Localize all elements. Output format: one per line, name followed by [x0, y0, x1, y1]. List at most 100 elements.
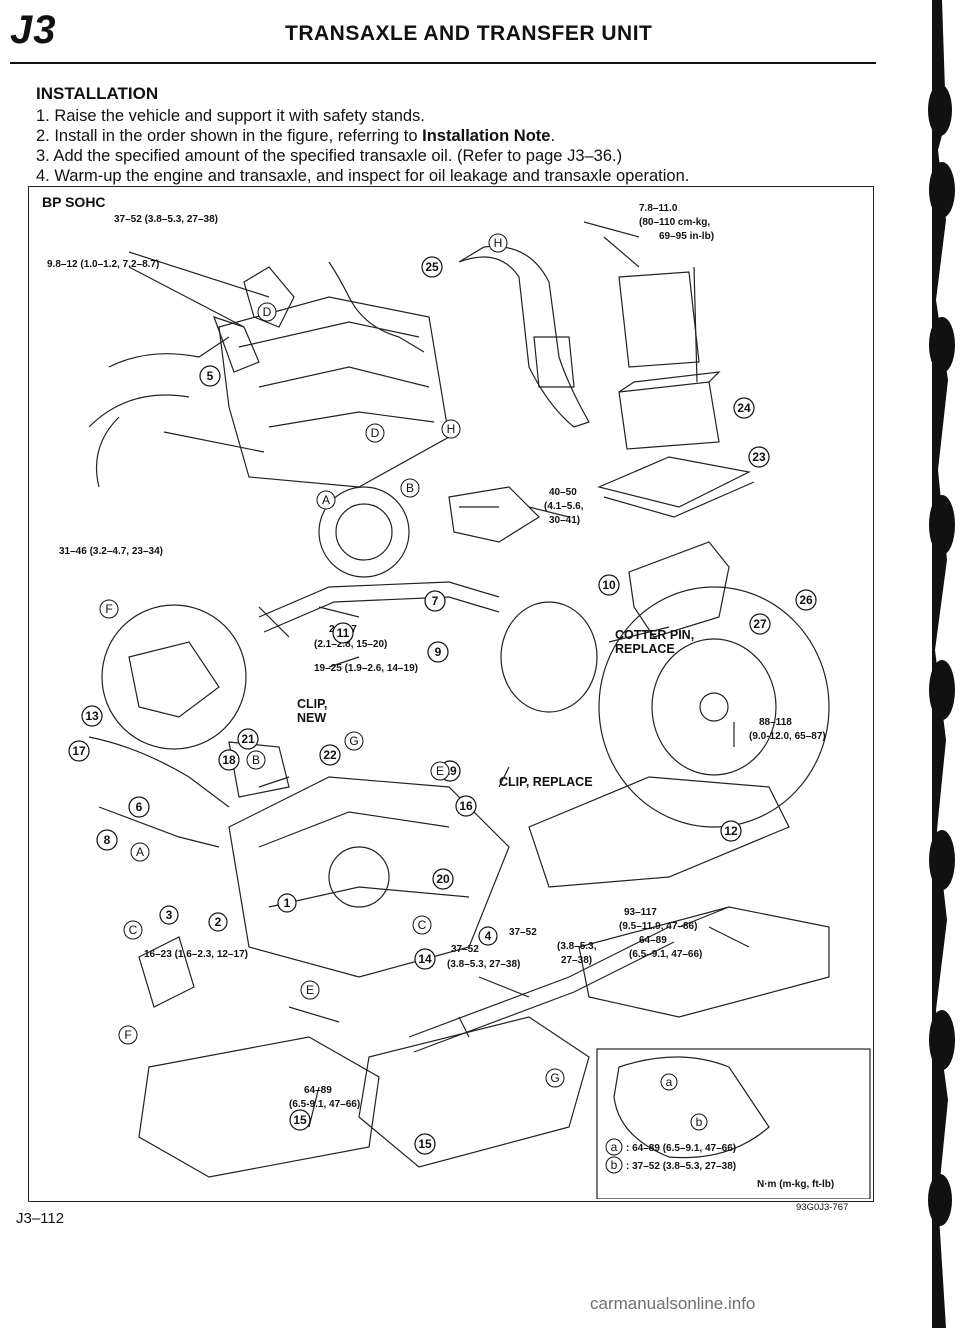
torque-callout-5: 31–46 (3.2–4.7, 23–34): [59, 546, 163, 557]
part-label-25: 25: [425, 260, 439, 274]
step-2-text: 2. Install in the order shown in the fig…: [36, 127, 423, 145]
torque-callout-3b: (80–110 cm-kg,: [639, 217, 710, 228]
ref-marker-D1: [257, 302, 277, 322]
step-3: 3. Add the specified amount of the speci…: [36, 146, 622, 166]
under-cover-rear: [358, 1016, 590, 1168]
ref-marker-B1: [400, 478, 420, 498]
part-label-15a: 15: [293, 1113, 307, 1127]
figure-id: 93G0J3-767: [796, 1202, 849, 1213]
ref-marker-H2: [441, 419, 461, 439]
part-marker-4: [478, 926, 498, 946]
part-marker-1: [277, 893, 297, 913]
part-marker-27: [749, 613, 771, 635]
part-label-6: 6: [136, 800, 143, 814]
torque-callout-2: 9.8–12 (1.0–1.2, 7.2–8.7): [47, 259, 159, 270]
inset-letter-b: b: [696, 1115, 703, 1129]
inset-legend-letter-b: b: [611, 1158, 618, 1172]
ref-label-B1: B: [406, 481, 414, 495]
part-marker-3: [159, 905, 179, 925]
ref-marker-G2: [545, 1068, 565, 1088]
clip-new-note-b: NEW: [297, 711, 326, 725]
part-marker-16: [455, 795, 477, 817]
page-header-title: TRANSAXLE AND TRANSFER UNIT: [285, 22, 653, 45]
torque-callout-14b: (6.5-9.1, 47–66): [289, 1099, 360, 1110]
transfer-unit: [528, 776, 790, 888]
ref-label-F1: F: [105, 602, 112, 616]
cable: [328, 261, 425, 353]
torque-callout-8a: 88–118: [759, 717, 792, 728]
bracket: [243, 266, 295, 328]
part-marker-20: [432, 868, 454, 890]
part-marker-21: [237, 728, 259, 750]
battery: [618, 381, 720, 450]
ref-label-G2: G: [550, 1071, 559, 1085]
inset-legend-a: : 64–89 (6.5–9.1, 47–66): [626, 1143, 736, 1154]
torque-callout-6b: (2.1–2.8, 15–20): [314, 639, 387, 650]
part-label-16: 16: [459, 799, 473, 813]
part-marker-22: [319, 744, 341, 766]
part-marker-10: [598, 574, 620, 596]
part-label-17: 17: [72, 744, 86, 758]
torque-callout-9a: 93–117: [624, 907, 657, 918]
part-label-24: 24: [737, 401, 751, 415]
torque-callout-1: 37–52 (3.8–5.3, 27–38): [114, 214, 218, 225]
torque-callout-3c: 69–95 in-lb): [659, 231, 714, 242]
part-label-3: 3: [166, 908, 173, 922]
torque-callout-9b: (9.5–11.9, 47–86): [619, 921, 697, 932]
torque-callout-14a: 64–89: [304, 1085, 332, 1096]
clip-replace-note: CLIP, REPLACE: [499, 775, 593, 789]
step-1: 1. Raise the vehicle and support it with…: [36, 106, 425, 126]
drive-shaft: [258, 581, 500, 618]
part-label-8: 8: [104, 833, 111, 847]
figure-label: BP SOHC: [42, 194, 106, 210]
ref-label-G1: G: [349, 734, 358, 748]
torque-callout-4a: 40–50: [549, 487, 577, 498]
ref-marker-G1: [344, 731, 364, 751]
battery-tray: [618, 271, 700, 368]
inset-legend-marker-a: [605, 1138, 623, 1156]
part-marker-7: [424, 590, 446, 612]
torque-callout-10a: 64–89: [639, 935, 667, 946]
part-label-10: 10: [602, 578, 616, 592]
step-4: 4. Warm-up the engine and transaxle, and…: [36, 166, 689, 186]
part-label-7: 7: [432, 594, 439, 608]
intake-hose: [458, 245, 590, 428]
part-marker-5: [199, 365, 221, 387]
ref-marker-C2: [412, 915, 432, 935]
step-2-end: .: [550, 127, 556, 145]
torque-callout-13: 16–23 (1.6–2.3, 12–17): [144, 949, 248, 960]
transaxle-case: [228, 776, 510, 978]
torque-callout-12a: 37–52: [451, 944, 479, 955]
wheel: [598, 586, 830, 828]
torque-callout-3a: 7.8–11.0: [639, 203, 678, 214]
part-marker-6: [128, 796, 150, 818]
ref-marker-E2: [300, 980, 320, 1000]
ref-marker-C1: [123, 920, 143, 940]
actuator: [228, 741, 290, 798]
torque-callout-7: 19–25 (1.9–2.6, 14–19): [314, 663, 418, 674]
section-heading: INSTALLATION: [36, 84, 159, 103]
body-outline: [88, 336, 230, 488]
part-marker-13: [81, 705, 103, 727]
detail-circle: [101, 604, 247, 750]
part-label-22: 22: [323, 748, 337, 762]
cotter-pin-note-a: COTTER PIN,: [615, 628, 694, 642]
crossmember: [578, 906, 830, 1018]
battery-carrier: [597, 456, 751, 508]
header-rule: [10, 62, 876, 64]
ref-label-H1: H: [494, 236, 503, 250]
ref-marker-F1: [99, 599, 119, 619]
inset-legend-letter-a: a: [611, 1140, 618, 1154]
transaxle-mount: [138, 936, 195, 1008]
shift-rod: [88, 736, 230, 808]
part-label-20: 20: [436, 872, 450, 886]
inset-units: N·m (m-kg, ft-lb): [757, 1179, 834, 1190]
inset-legend-b: : 37–52 (3.8–5.3, 27–38): [626, 1161, 736, 1172]
exploded-diagram: 37–52 (3.8–5.3, 27–38) 9.8–12 (1.0–1.2, …: [47, 203, 871, 1199]
part-label-13: 13: [85, 709, 99, 723]
torque-callout-10b: (6.5–9.1, 47–66): [629, 949, 702, 960]
part-marker-14: [414, 948, 436, 970]
part-marker-24: [733, 397, 755, 419]
part-label-21: 21: [241, 732, 255, 746]
part-label-5: 5: [207, 369, 214, 383]
